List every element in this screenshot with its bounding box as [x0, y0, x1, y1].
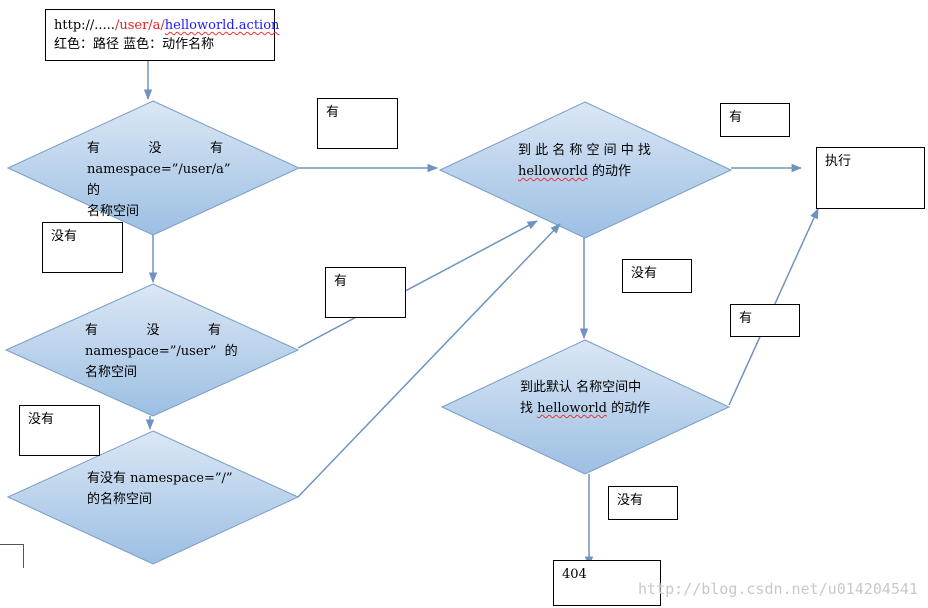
execute-result-box: 执行	[816, 147, 925, 209]
d1-word: 有	[87, 141, 101, 156]
d2-line1: 有 没 有	[85, 320, 221, 341]
d1-word: 有	[209, 141, 223, 156]
d4-text: 到 此 名 称 空 间 中 找 helloworld 的动作	[518, 140, 668, 182]
color-legend: 红色：路径 蓝色：动作名称	[54, 37, 215, 52]
no-label-d4: 没有	[622, 259, 692, 293]
decision-diamond-root	[6, 430, 300, 565]
d5-line1: 到此默认 名称空间中	[520, 380, 642, 395]
d1-word: 没	[148, 141, 162, 156]
d4-line1: 到 此 名 称 空 间 中 找	[518, 143, 651, 158]
no-label-d5: 没有	[608, 486, 678, 520]
yes-label-d2: 有	[325, 267, 406, 318]
decision-diamond-find-action	[438, 101, 733, 239]
d5-line2-prefix: 找	[520, 401, 538, 416]
decision-diamond-default-namespace	[440, 339, 731, 475]
d2-word: 有	[85, 323, 99, 338]
no-label-d1: 没有	[42, 222, 123, 273]
url-action: helloworld.action	[164, 18, 280, 33]
d5-line2: 找 helloworld 的动作	[520, 398, 680, 419]
d5-text: 到此默认 名称空间中 找 helloworld 的动作	[520, 377, 680, 419]
d2-word: 没	[146, 323, 160, 338]
d2-text: 有 没 有 namespace=”/user” 的 名称空间	[85, 320, 238, 383]
not-found-result-box: 404	[553, 560, 661, 606]
d3-text: 有没有 namespace=”/” 的名称空间	[87, 468, 237, 510]
no-label-d2: 没有	[19, 405, 100, 456]
d1-line2: namespace=”/user/a” 的	[87, 162, 231, 198]
yes-label-d5: 有	[730, 304, 800, 337]
d2-line2: namespace=”/user” 的	[85, 344, 238, 359]
watermark: http://blog.csdn.net/u014204541	[638, 580, 918, 598]
d1-text: 有 没 有 namespace=”/user/a” 的 名称空间	[87, 138, 231, 222]
d2-line3: 名称空间	[85, 365, 138, 380]
yes-label-d4: 有	[720, 103, 790, 137]
request-url: http://...../user/a/helloworld.action	[54, 16, 279, 35]
d1-line1: 有 没 有	[87, 138, 223, 159]
arrow-d3-yes-to-d4	[297, 223, 561, 498]
url-path: /user/a/	[114, 18, 165, 33]
d4-action-word: helloworld	[518, 164, 588, 179]
page-corner-mark	[0, 544, 24, 568]
decision-diamond-user	[4, 283, 300, 417]
request-url-box: http://...../user/a/helloworld.action 红色…	[45, 9, 279, 61]
d4-line2-rest: 的动作	[587, 164, 631, 179]
d5-action-word: helloworld	[537, 401, 607, 416]
d5-line2-rest: 的动作	[607, 401, 651, 416]
d1-line3: 名称空间	[87, 204, 140, 219]
d3-line1: 有没有 namespace=”/”	[87, 471, 233, 486]
arrow-d2-yes-to-d4	[297, 220, 538, 349]
d4-line2: helloworld 的动作	[518, 161, 668, 182]
yes-label-d1: 有	[317, 98, 398, 149]
url-prefix: http://.....	[54, 18, 115, 33]
d2-word: 有	[207, 323, 221, 338]
d3-line2: 的名称空间	[87, 492, 153, 507]
